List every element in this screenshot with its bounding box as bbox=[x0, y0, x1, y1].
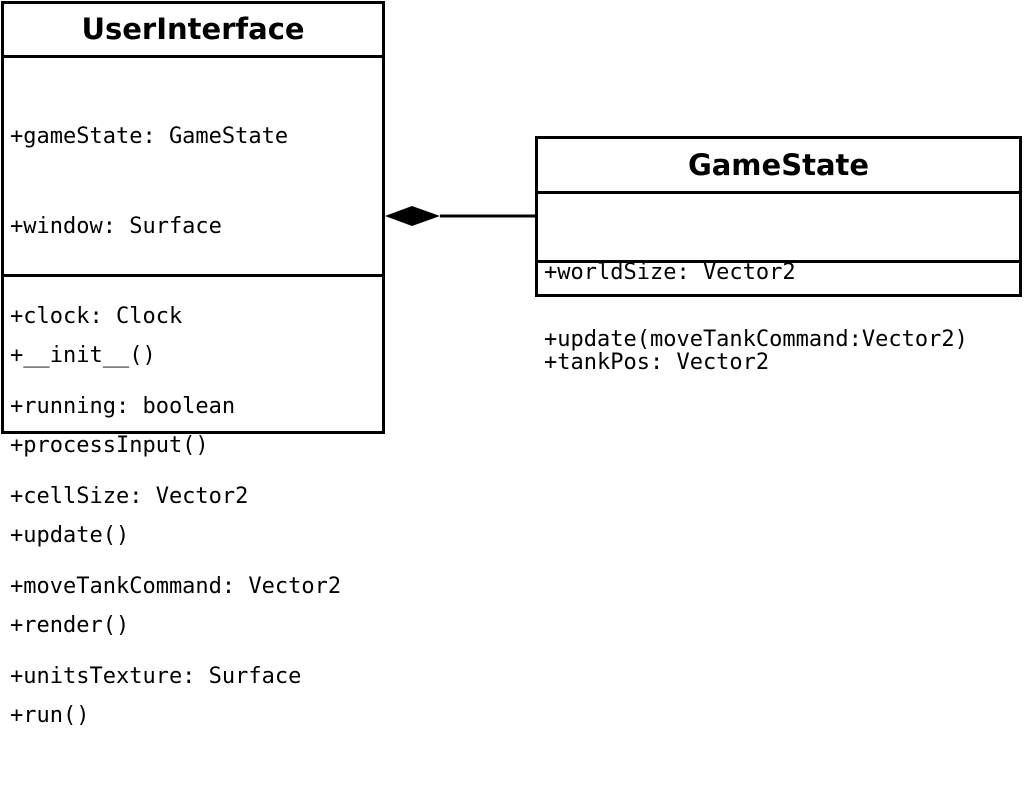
operation-update: +update() bbox=[10, 523, 130, 548]
attribute-movetankcommand: +moveTankCommand: Vector2 bbox=[10, 574, 342, 599]
attribute-tankpos: +tankPos: Vector2 bbox=[544, 350, 770, 375]
composition-connector bbox=[385, 206, 535, 226]
attribute-worldsize: +worldSize: Vector2 bbox=[544, 260, 796, 285]
attribute-gamestate: +gameState: GameState bbox=[10, 124, 289, 149]
composition-diamond-icon bbox=[385, 206, 440, 226]
gamestate-attributes: +worldSize: Vector2 +tankPos: Vector2 bbox=[538, 194, 1019, 375]
operation-init: +__init__() bbox=[10, 343, 156, 368]
attribute-clock: +clock: Clock bbox=[10, 304, 183, 329]
gamestate-operations: +update(moveTankCommand:Vector2) bbox=[538, 263, 1019, 415]
userinterface-class-name: UserInterface bbox=[4, 4, 382, 58]
operation-update-gamestate: +update(moveTankCommand:Vector2) bbox=[544, 327, 968, 352]
operation-render: +render() bbox=[10, 613, 130, 638]
gamestate-class-name: GameState bbox=[538, 139, 1019, 194]
operation-processinput: +processInput() bbox=[10, 433, 209, 458]
operation-run: +run() bbox=[10, 703, 90, 728]
attribute-running: +running: boolean bbox=[10, 394, 236, 419]
attribute-window: +window: Surface bbox=[10, 214, 222, 239]
gamestate-class-box: GameState +worldSize: Vector2 +tankPos: … bbox=[535, 136, 1022, 375]
